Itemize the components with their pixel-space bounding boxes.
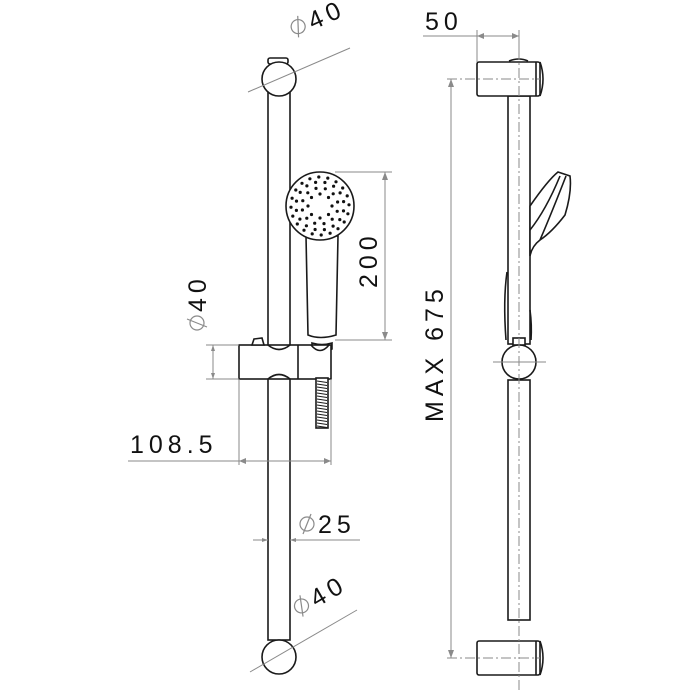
dim-slider: 40 [184, 274, 239, 380]
dim-bracket-projection: 50 [423, 8, 520, 62]
dim-handset-height-value: 200 [355, 231, 383, 288]
front-slider [238, 337, 332, 380]
dim-rail-length: MAX 675 [421, 79, 454, 658]
front-hose [315, 377, 329, 429]
side-top-bracket [476, 58, 544, 97]
dim-top-bracket-value: 40 [304, 0, 350, 35]
front-rail [267, 79, 291, 641]
spray-nozzle-holes [289, 175, 351, 237]
side-handset [503, 171, 572, 341]
dim-bottom-bracket-value: 40 [305, 570, 352, 613]
dim-projection: 108.5 [128, 379, 332, 465]
dim-bracket-projection-value: 50 [425, 8, 463, 36]
dim-projection-value: 108.5 [130, 431, 218, 459]
dim-slider-value: 40 [184, 274, 212, 312]
front-view: 40 200 40 [128, 0, 392, 675]
dim-rail: 25 [253, 511, 360, 542]
side-view: 50 MAX 675 [421, 8, 572, 690]
front-bottom-bracket [261, 639, 297, 675]
front-handset [285, 171, 355, 353]
dim-rail-length-value: MAX 675 [421, 284, 449, 422]
dim-handset-height: 200 [335, 171, 392, 341]
dim-rail-value: 25 [318, 511, 356, 539]
front-top-bracket [261, 57, 297, 97]
